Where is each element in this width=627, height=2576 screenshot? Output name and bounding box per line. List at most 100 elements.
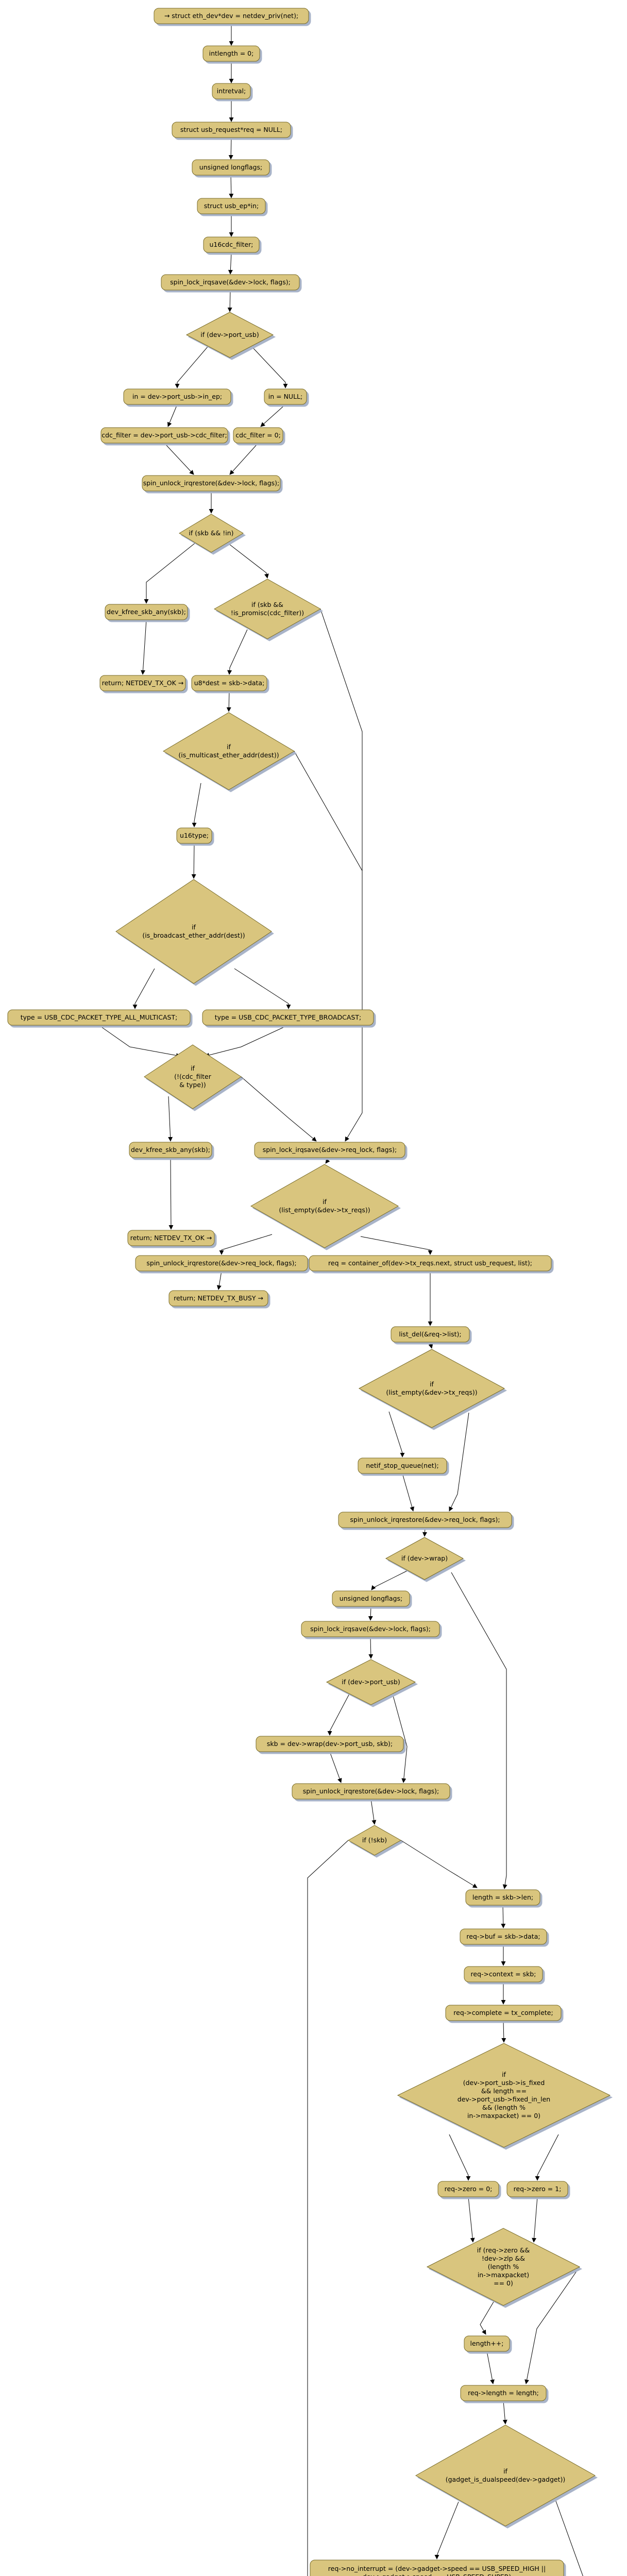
node-label: if (dev->wrap) (401, 1554, 448, 1562)
node-shape (163, 712, 295, 790)
edge (388, 1411, 405, 1458)
node-label: return; NETDEV_TX_OK → (102, 679, 184, 687)
node-label: spin_lock_irqsave(&dev->lock, flags); (310, 1625, 431, 1633)
node-label: == 0) (494, 2279, 513, 2287)
edge (192, 783, 201, 827)
node-req-complete: req->complete = tx_complete; (445, 2005, 562, 2021)
node-dev-kfree-skb-2: dev_kfree_skb_any(skb); (129, 1142, 212, 1158)
edge (234, 968, 291, 1009)
decision-dev-port-usb: if (dev->port_usb) (185, 312, 274, 358)
node-label: dev_kfree_skb_any(skb); (131, 1146, 210, 1154)
node-shape (100, 427, 228, 444)
node-label: in->maxpacket) (478, 2271, 529, 2279)
node-req-zero-1: req->zero = 1; (506, 2181, 568, 2197)
node-label: return; NETDEV_TX_OK → (130, 1234, 212, 1242)
node-shape (179, 514, 244, 553)
node-label: if (323, 1198, 327, 1206)
node-label: !dev->zlp && (482, 2255, 525, 2262)
node-shape (154, 8, 309, 24)
node-shape (426, 2228, 581, 2306)
node-in-null: in = NULL; (264, 388, 307, 405)
edge (144, 542, 196, 604)
node-label: if (dev->port_usb) (342, 1678, 400, 1686)
node-shape (144, 1044, 242, 1109)
node-label: if (!skb) (362, 1836, 387, 1844)
node-label: (list_empty(&dev->tx_reqs)) (279, 1206, 370, 1214)
edge (175, 346, 209, 388)
edge (227, 543, 269, 579)
edge (535, 2134, 559, 2181)
node-label: unsigned longflags; (199, 163, 262, 171)
node-label: skb = dev->wrap(dev->port_usb, skb); (267, 1740, 393, 1748)
node-shape (129, 1142, 212, 1158)
node-shape (264, 388, 307, 405)
edge (501, 2020, 506, 2043)
node-label: req->complete = tx_complete; (453, 2009, 553, 2016)
edge (229, 443, 259, 475)
edge (164, 443, 194, 475)
node-label: spin_unlock_irqrestore(&dev->lock, flags… (143, 479, 279, 487)
node-shape (161, 274, 300, 291)
node-shape (233, 427, 283, 444)
node-label: (is_broadcast_ether_addr(dest)) (142, 931, 245, 939)
node-shape (127, 1230, 215, 1246)
decision-is-fixed: if (dev->port_usb->is_fixed && length ==… (397, 2043, 611, 2148)
node-req-length: req->length = length; (460, 2385, 547, 2401)
node-req-container-of: req = container_of(dev->tx_reqs.next, st… (309, 1255, 552, 1272)
edge (168, 1096, 173, 1142)
node-label: spin_unlock_irqrestore(&dev->req_lock, f… (350, 1516, 500, 1523)
decision-dev-port-usb-2: if (dev->port_usb) (326, 1659, 416, 1705)
node-label: && length == (481, 2087, 527, 2095)
node-shape (397, 2043, 611, 2148)
node-dev-kfree-skb-1: dev_kfree_skb_any(skb); (105, 604, 188, 620)
node-shape (135, 1255, 308, 1272)
node-skb-dev-wrap: skb = dev->wrap(dev->port_usb, skb); (256, 1736, 404, 1752)
node-req-buf: req->buf = skb->data; (460, 1928, 547, 1945)
edge (216, 1270, 222, 1290)
node-shape (115, 879, 272, 984)
node-list-del: list_del(&req->list); (391, 1326, 470, 1343)
node-spin-lock-dev-lock-red: spin_lock_irqsave(&dev->lock, flags); (301, 1621, 440, 1637)
node-shape (506, 2181, 568, 2197)
node-spin-unlock-req-lock-1: spin_unlock_irqrestore(&dev->req_lock, f… (135, 1255, 308, 1272)
node-return-tx-ok-1: return; NETDEV_TX_OK → (99, 675, 186, 691)
node-shape (202, 1009, 374, 1026)
node-shape (254, 1142, 405, 1158)
node-label: (dev->port_usb->is_fixed (463, 2079, 545, 2087)
node-shape (7, 1009, 191, 1026)
node-label: intlength = 0; (209, 49, 254, 57)
node-label: req->length = length; (468, 2389, 539, 2397)
node-shape (358, 1349, 505, 1428)
node-label: req = container_of(dev->tx_reqs.next, st… (328, 1259, 532, 1267)
node-label: (is_multicast_ether_addr(dest)) (178, 751, 279, 759)
decision-dualspeed: if (gadget_is_dualspeed(dev->gadget)) (415, 2425, 596, 2527)
edge (228, 252, 233, 275)
node-label: u8*dest = skb->data; (194, 679, 265, 687)
node-unsigned-long-flags-2: unsigned longflags; (332, 1590, 410, 1607)
node-return-tx-ok-2: return; NETDEV_TX_OK → (127, 1230, 215, 1246)
node-label: spin_lock_irqsave(&dev->lock, flags); (170, 278, 291, 286)
node-shape (309, 1255, 552, 1272)
node-req-context: req->context = skb; (464, 1966, 543, 1982)
node-label: if (192, 923, 196, 931)
edge (449, 1412, 469, 1512)
node-shape (460, 2385, 547, 2401)
edge (241, 1076, 317, 1142)
node-unsigned-long-flags: unsigned longflags; (192, 159, 270, 176)
node-label: dev->gadget->speed == USB_SPEED_SUPER) (363, 2573, 512, 2576)
node-label: if (227, 743, 231, 751)
node-type-all-multicast: type = USB_CDC_PACKET_TYPE_ALL_MULTICAST… (7, 1009, 191, 1026)
node-label: & type)) (179, 1081, 206, 1089)
node-shape (310, 2560, 564, 2576)
node-label: if (skb && !in) (189, 529, 233, 537)
node-label: → struct eth_dev*dev = netdev_priv(net); (164, 12, 298, 20)
decision-cdc-filter-type: if (!(cdc_filter & type)) (144, 1044, 242, 1109)
node-label: list_del(&req->list); (399, 1330, 461, 1338)
decision-zlp: if (req->zero && !dev->zlp && (length % … (426, 2228, 581, 2306)
node-label: cdc_filter = 0; (235, 431, 281, 439)
node-label: unsigned longflags; (340, 1595, 402, 1602)
node-shape (332, 1590, 410, 1607)
node-label: (length % (488, 2263, 519, 2270)
node-shape (347, 1825, 402, 1856)
edge (320, 608, 363, 1142)
